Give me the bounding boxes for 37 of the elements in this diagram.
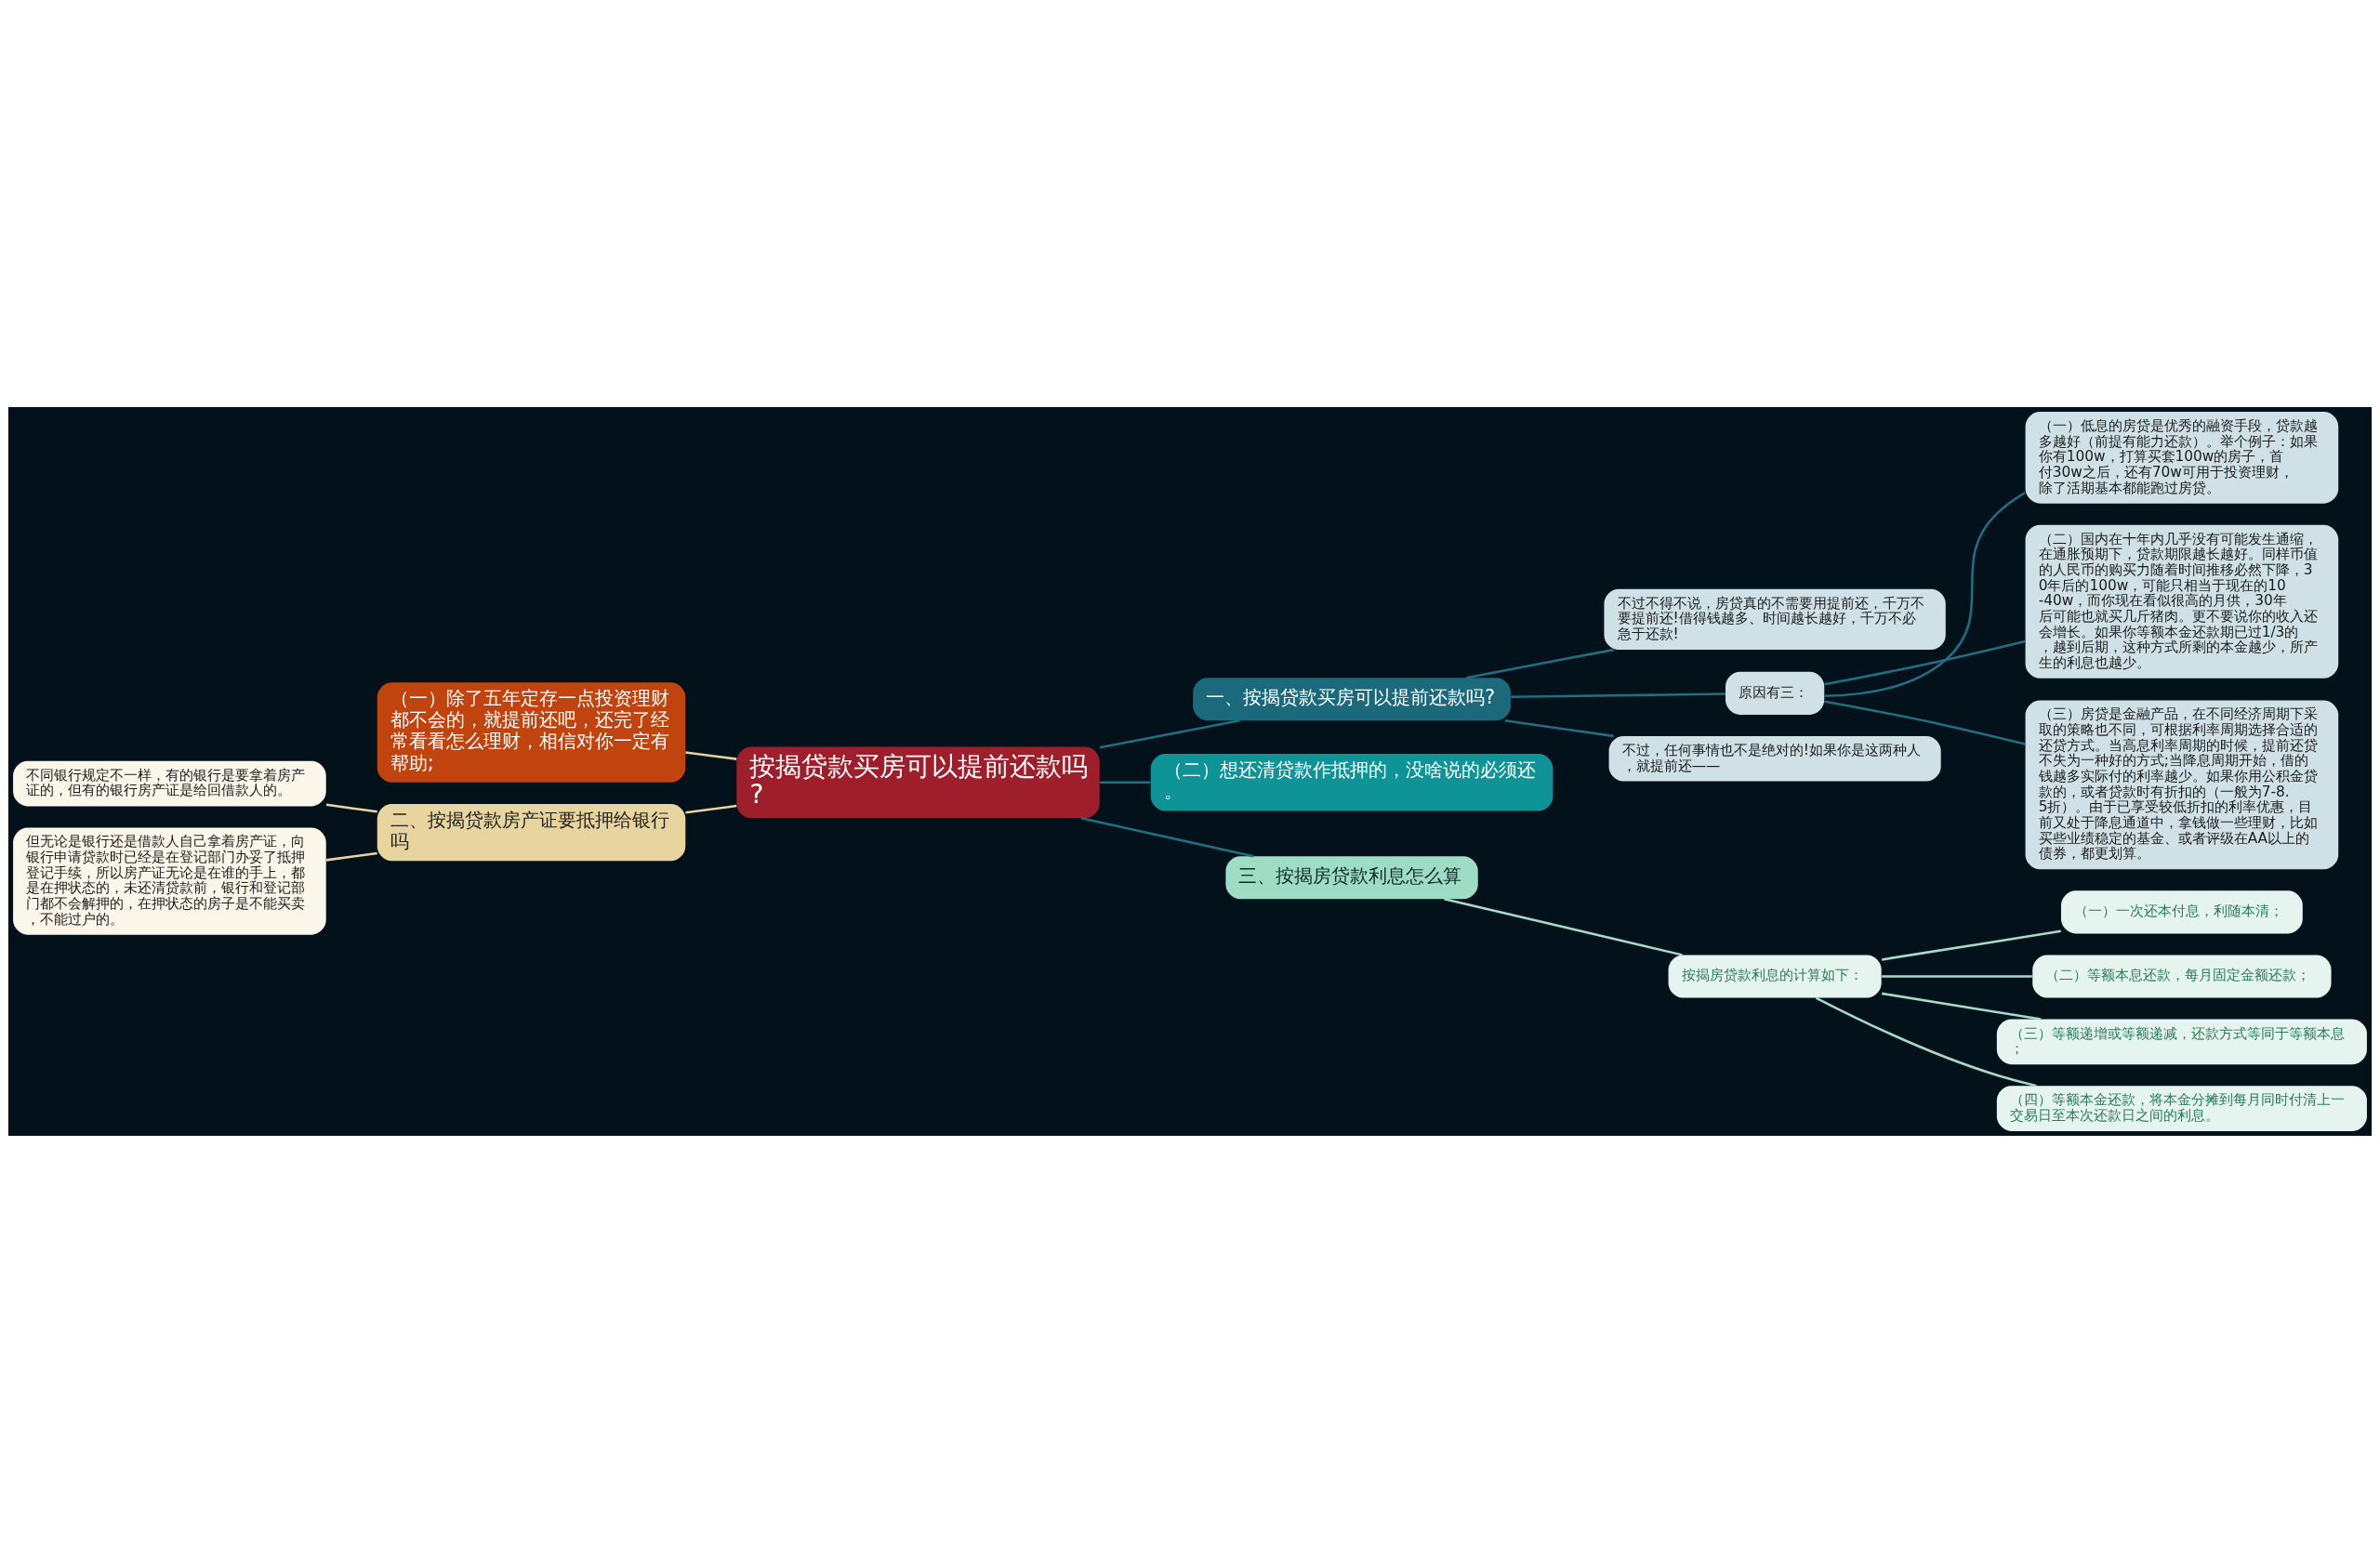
node-box: （二）想还清贷款作抵押的，没啥说的必须还。 xyxy=(1150,753,1554,811)
connector xyxy=(1504,718,1614,737)
node-box: 按揭贷款买房可以提前还款吗? xyxy=(736,745,1100,818)
node-box: 三、按揭房贷款利息怎么算 xyxy=(1225,855,1478,899)
connector xyxy=(1881,992,2042,1021)
node-box: 但无论是银行还是借款人自己拿着房产证，向银行申请贷款时已经是在登记部门办妥了抵押登记手续，所以房产证无论是在谁的手上，都是在押状态的，未还清贷款前，银行和登记部门都不会解押的，在押状态的房子是不能买卖，不能过户的。 xyxy=(13,827,326,935)
connector xyxy=(1099,781,1151,784)
node-box: 一、按揭贷款买房可以提前还款吗? xyxy=(1193,677,1511,720)
node-box: 不过，任何事情也不是绝对的!如果你是这两种人，就提前还—— xyxy=(1608,735,1941,782)
connector xyxy=(1824,639,2026,686)
connector xyxy=(1511,692,1726,698)
node-box: （三）房贷是金融产品，在不同经济周期下采取的策略也不同，可根据利率周期选择合适的还贷方式。当高息利率周期的时候，提前还贷不失为一种好的方式;当降息周期开始，借的钱越多实际付的利率越少。如果你用公积金贷款的，或者贷款时有折扣的（一般为7-8.5折）。由于已享受较低折扣的利率优惠，目前又处于降息通道中，拿钱做一些理财，比如买些业绩稳定的基金、或者评级在AA以上的债券，都更划算。 xyxy=(2025,700,2339,869)
connector xyxy=(1881,929,2061,961)
node-box: （三）等额递增或等额递减，还款方式等同于等额本息； xyxy=(1996,1019,2367,1064)
node-box: 二、按揭贷款房产证要抵押给银行吗 xyxy=(377,803,686,861)
connector xyxy=(685,750,737,760)
connector xyxy=(1824,700,2026,745)
connector xyxy=(1882,974,2032,978)
node-box: （二）等额本息还款，每月固定金额还款； xyxy=(2032,954,2332,997)
connector xyxy=(325,851,377,862)
connector xyxy=(1444,897,1683,956)
node-box: 原因有三： xyxy=(1726,671,1825,715)
connector xyxy=(1465,648,1614,679)
connector xyxy=(1099,718,1240,749)
connector xyxy=(1815,995,2037,1087)
node-box: 不同银行规定不一样，有的银行是要拿着房产证的，但有的银行房产证是给回借款人的。 xyxy=(13,760,326,806)
node-box: （一）低息的房贷是优秀的融资手段，贷款越多越好（前提有能力还款）。举个例子：如果你有100w，打算买套100w的房子，首付30w之后，还有70w可用于投资理财，除了活期基本都能跑过房贷。 xyxy=(2025,411,2339,504)
node-box: （二）国内在十年内几乎没有可能发生通缩，在通胀预期下，贷款期限越长越好。同样币值的人民币的购买力随着时间推移必然下降，30年后的100w，可能只相当于现在的10-40w，而你现在看似很高的月供，30年后可能也就买几斤猪肉。更不要说你的收入还会增长。如果你等额本金还款期已过1/3的，越到后期，这种方式所剩的本金越少，所产生的利息也越少。 xyxy=(2025,524,2339,679)
node-box: （四）等额本金还款，将本金分摊到每月同时付清上一交易日至本次还款日之间的利息。 xyxy=(1996,1085,2367,1131)
node-box: 按揭房贷款利息的计算如下： xyxy=(1668,954,1882,997)
node-box: 不过不得不说，房贷真的不需要用提前还，千万不要提前还!借得钱越多、时间越长越好，千万不必急于还款! xyxy=(1604,588,1946,650)
node-box: （一）除了五年定存一点投资理财都不会的，就提前还吧，还完了经常看看怎么理财，相信对你一定有帮助; xyxy=(377,681,686,783)
connector xyxy=(685,804,737,813)
connector xyxy=(1824,491,2026,697)
connector xyxy=(1080,816,1254,857)
node-box: （一）一次还本付息，利随本清； xyxy=(2060,890,2303,933)
connector xyxy=(325,803,377,813)
